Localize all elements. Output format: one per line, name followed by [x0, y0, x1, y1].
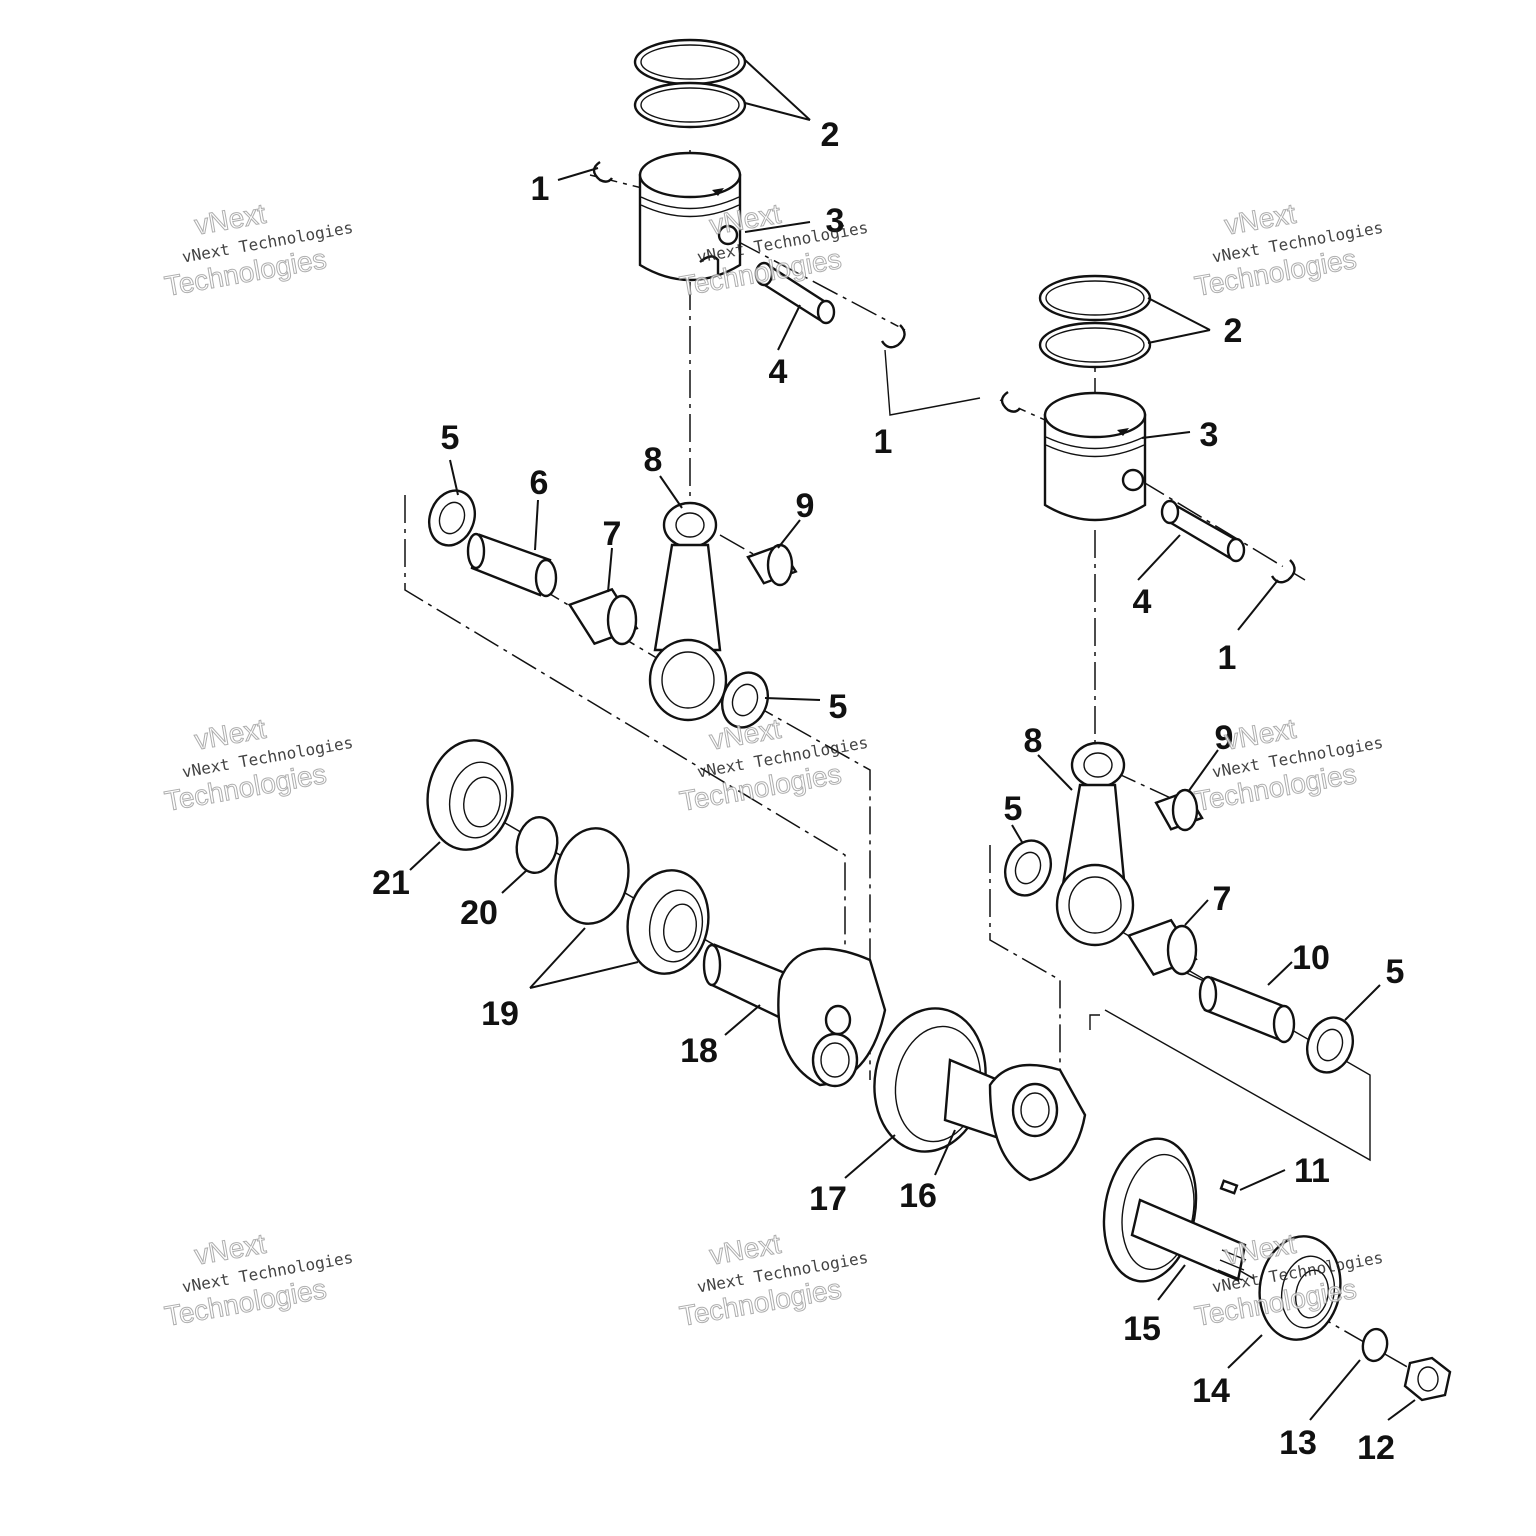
- needle-bearing-right-small: [1154, 788, 1204, 832]
- callout-1-upper: 1: [531, 170, 550, 208]
- callout-9-left: 9: [796, 487, 815, 525]
- thrust-washer-left-b: [721, 671, 769, 729]
- watermark-3: vNext vNext Technologies Technologies: [1192, 197, 1385, 302]
- callout-5-b: 5: [829, 688, 848, 726]
- piston-rings-upper: [633, 38, 747, 129]
- leader-lines: [409, 59, 1416, 1421]
- piston-upper: [638, 151, 742, 282]
- callout-8-right: 8: [1024, 722, 1043, 760]
- circlip-lower-right: [1270, 559, 1296, 584]
- callout-5-a: 5: [441, 419, 460, 457]
- snap-ring-19: [554, 827, 630, 925]
- thrust-washer-right-a: [1004, 839, 1052, 897]
- callout-12: 12: [1357, 1429, 1395, 1467]
- callout-15: 15: [1123, 1310, 1161, 1348]
- callout-11: 11: [1294, 1152, 1330, 1190]
- callout-7-left: 7: [603, 515, 622, 553]
- callout-3-lower: 3: [1200, 416, 1219, 454]
- watermark-9: vNext vNext Technologies Technologies: [1192, 1227, 1385, 1332]
- callout-16: 16: [899, 1177, 937, 1215]
- callout-2-upper: 2: [821, 116, 840, 154]
- callout-17: 17: [809, 1180, 847, 1218]
- lock-washer-13: [1361, 1327, 1389, 1363]
- circlip-upper-right: [880, 324, 906, 349]
- shim-ring-20: [515, 816, 559, 874]
- watermark-7: vNext vNext Technologies Technologies: [162, 1227, 355, 1332]
- callout-4-upper: 4: [769, 353, 788, 391]
- thrust-washer-left-a: [428, 489, 476, 547]
- needle-bearing-right-large: [1126, 918, 1198, 976]
- callout-1-middle: 1: [874, 423, 893, 461]
- callout-18: 18: [680, 1032, 718, 1070]
- crankshaft-half-15: [1102, 1137, 1247, 1283]
- needle-bearing-left-large: [567, 587, 639, 646]
- callout-8-left: 8: [644, 441, 663, 479]
- callout-9-right: 9: [1215, 719, 1234, 757]
- needle-bearing-left-small: [746, 543, 798, 587]
- callout-3-upper: 3: [826, 202, 845, 240]
- callout-2-lower: 2: [1224, 312, 1243, 350]
- ball-bearing-14: [1258, 1235, 1342, 1341]
- callout-19: 19: [481, 995, 519, 1033]
- crank-pin-right: [1198, 975, 1296, 1044]
- watermark-8: vNext vNext Technologies Technologies: [677, 1227, 870, 1332]
- watermark-4: vNext vNext Technologies Technologies: [162, 712, 355, 817]
- circlip-lower-left: [1000, 391, 1021, 413]
- callout-labels: 2 1 3 4 2 1 3 4 1 5 6 7 8 9 5 8 9 5 7 10…: [372, 116, 1404, 1467]
- callout-4-lower: 4: [1133, 583, 1152, 621]
- callout-5-d: 5: [1386, 953, 1405, 991]
- callout-7-right: 7: [1213, 880, 1232, 918]
- connecting-rod-right: [1055, 741, 1135, 947]
- watermarks: vNext vNext Technologies Technologies vN…: [162, 197, 1385, 1332]
- woodruff-key-11: [1219, 1179, 1239, 1195]
- callout-1-lower: 1: [1218, 639, 1237, 677]
- ball-bearing-19: [626, 869, 710, 975]
- callout-21: 21: [372, 864, 410, 902]
- callout-13: 13: [1279, 1424, 1317, 1462]
- connecting-rod-left: [648, 501, 728, 722]
- circlip-upper-left: [592, 161, 613, 183]
- nut-12: [1403, 1356, 1452, 1402]
- svg-text:vNext: vNext: [1222, 713, 1298, 756]
- thrust-washer-right-b: [1306, 1016, 1354, 1074]
- crank-pin: [466, 532, 558, 598]
- crankshaft-center-16: [943, 1058, 1087, 1182]
- piston-lower: [1043, 391, 1147, 522]
- crankshaft-half-18: [702, 943, 887, 1088]
- callout-14: 14: [1192, 1372, 1230, 1410]
- watermark-1: vNext vNext Technologies Technologies: [162, 197, 355, 302]
- callout-5-c: 5: [1004, 790, 1023, 828]
- callout-20: 20: [460, 894, 498, 932]
- piston-pin-lower: [1160, 499, 1246, 563]
- callout-10: 10: [1292, 939, 1330, 977]
- watermark-6: vNext vNext Technologies Technologies: [1192, 712, 1385, 817]
- ball-bearing-21: [426, 739, 514, 851]
- piston-pin-upper: [754, 261, 836, 325]
- piston-rings-lower: [1038, 274, 1152, 369]
- callout-6: 6: [530, 464, 549, 502]
